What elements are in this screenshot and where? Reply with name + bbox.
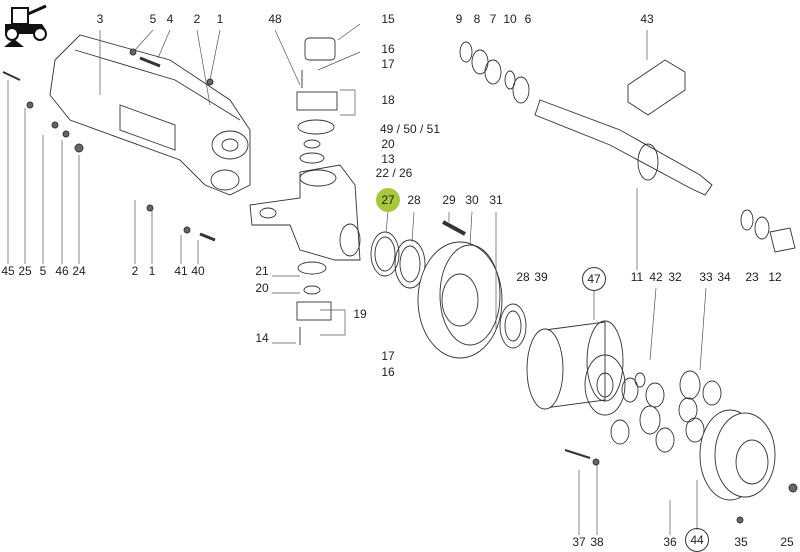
- callout-48[interactable]: 48: [268, 12, 282, 26]
- callout-2b[interactable]: 2: [131, 264, 139, 278]
- callout-38[interactable]: 38: [590, 535, 604, 549]
- ring-gear: [526, 320, 626, 416]
- callout-16b[interactable]: 16: [381, 365, 395, 379]
- callout-4[interactable]: 4: [166, 12, 174, 26]
- planetary-gears: [610, 370, 722, 453]
- callout-1[interactable]: 1: [216, 12, 224, 26]
- callout-30[interactable]: 30: [465, 193, 479, 207]
- callout-19[interactable]: 19: [353, 307, 367, 321]
- callout-2[interactable]: 2: [193, 12, 201, 26]
- callout-41[interactable]: 41: [174, 264, 188, 278]
- callout-11[interactable]: 11: [630, 270, 644, 284]
- callout-21[interactable]: 21: [255, 264, 269, 278]
- callout-31[interactable]: 31: [489, 193, 503, 207]
- steering-knuckle: [249, 164, 361, 261]
- callout-13[interactable]: 13: [381, 152, 395, 166]
- callout-47-circled[interactable]: 47: [582, 267, 606, 291]
- callout-44-circled[interactable]: 44: [685, 528, 709, 552]
- bolts: [2, 48, 798, 524]
- callout-14[interactable]: 14: [255, 331, 269, 345]
- callout-45[interactable]: 45: [1, 264, 15, 278]
- callout-9[interactable]: 9: [455, 12, 463, 26]
- callout-27-highlighted[interactable]: 27: [376, 188, 400, 212]
- callout-33[interactable]: 33: [699, 270, 713, 284]
- callout-24[interactable]: 24: [72, 264, 86, 278]
- callout-49-50-51[interactable]: 49 / 50 / 51: [379, 122, 441, 136]
- kingpin-parts: [296, 37, 338, 345]
- callout-25b[interactable]: 25: [780, 535, 794, 549]
- callout-17b[interactable]: 17: [381, 349, 395, 363]
- callout-8[interactable]: 8: [473, 12, 481, 26]
- callout-43[interactable]: 43: [640, 12, 654, 26]
- callout-18[interactable]: 18: [381, 93, 395, 107]
- seal-kit-box: [627, 59, 686, 116]
- callout-40[interactable]: 40: [191, 264, 205, 278]
- planet-carrier: [699, 409, 776, 501]
- callout-5b[interactable]: 5: [39, 264, 47, 278]
- callout-20[interactable]: 20: [381, 137, 395, 151]
- callout-15[interactable]: 15: [381, 12, 395, 26]
- callout-46[interactable]: 46: [55, 264, 69, 278]
- callout-36[interactable]: 36: [663, 535, 677, 549]
- callout-5[interactable]: 5: [149, 12, 157, 26]
- callout-16[interactable]: 16: [381, 42, 395, 56]
- callout-6[interactable]: 6: [524, 12, 532, 26]
- callout-39[interactable]: 39: [534, 270, 548, 284]
- callout-12[interactable]: 12: [768, 270, 782, 284]
- callout-29[interactable]: 29: [442, 193, 456, 207]
- vehicle-telehandler-icon[interactable]: [2, 2, 52, 48]
- axle-housing: [49, 34, 251, 196]
- callout-28b[interactable]: 28: [516, 270, 530, 284]
- callout-22-26[interactable]: 22 / 26: [375, 166, 413, 180]
- callout-7[interactable]: 7: [489, 12, 497, 26]
- callout-1b[interactable]: 1: [148, 264, 156, 278]
- bearings-and-seals: [370, 220, 527, 349]
- callout-42[interactable]: 42: [649, 270, 663, 284]
- callout-20b[interactable]: 20: [255, 281, 269, 295]
- callout-23[interactable]: 23: [745, 270, 759, 284]
- callout-35[interactable]: 35: [734, 535, 748, 549]
- callout-34[interactable]: 34: [717, 270, 731, 284]
- callout-25[interactable]: 25: [18, 264, 32, 278]
- leader-lines: [7, 23, 707, 535]
- callout-10[interactable]: 10: [503, 12, 517, 26]
- wheel-hub: [417, 241, 503, 359]
- callout-17[interactable]: 17: [381, 57, 395, 71]
- callout-32[interactable]: 32: [668, 270, 682, 284]
- callout-37[interactable]: 37: [572, 535, 586, 549]
- callout-3[interactable]: 3: [96, 12, 104, 26]
- callout-28[interactable]: 28: [407, 193, 421, 207]
- drive-shaft: [459, 41, 796, 253]
